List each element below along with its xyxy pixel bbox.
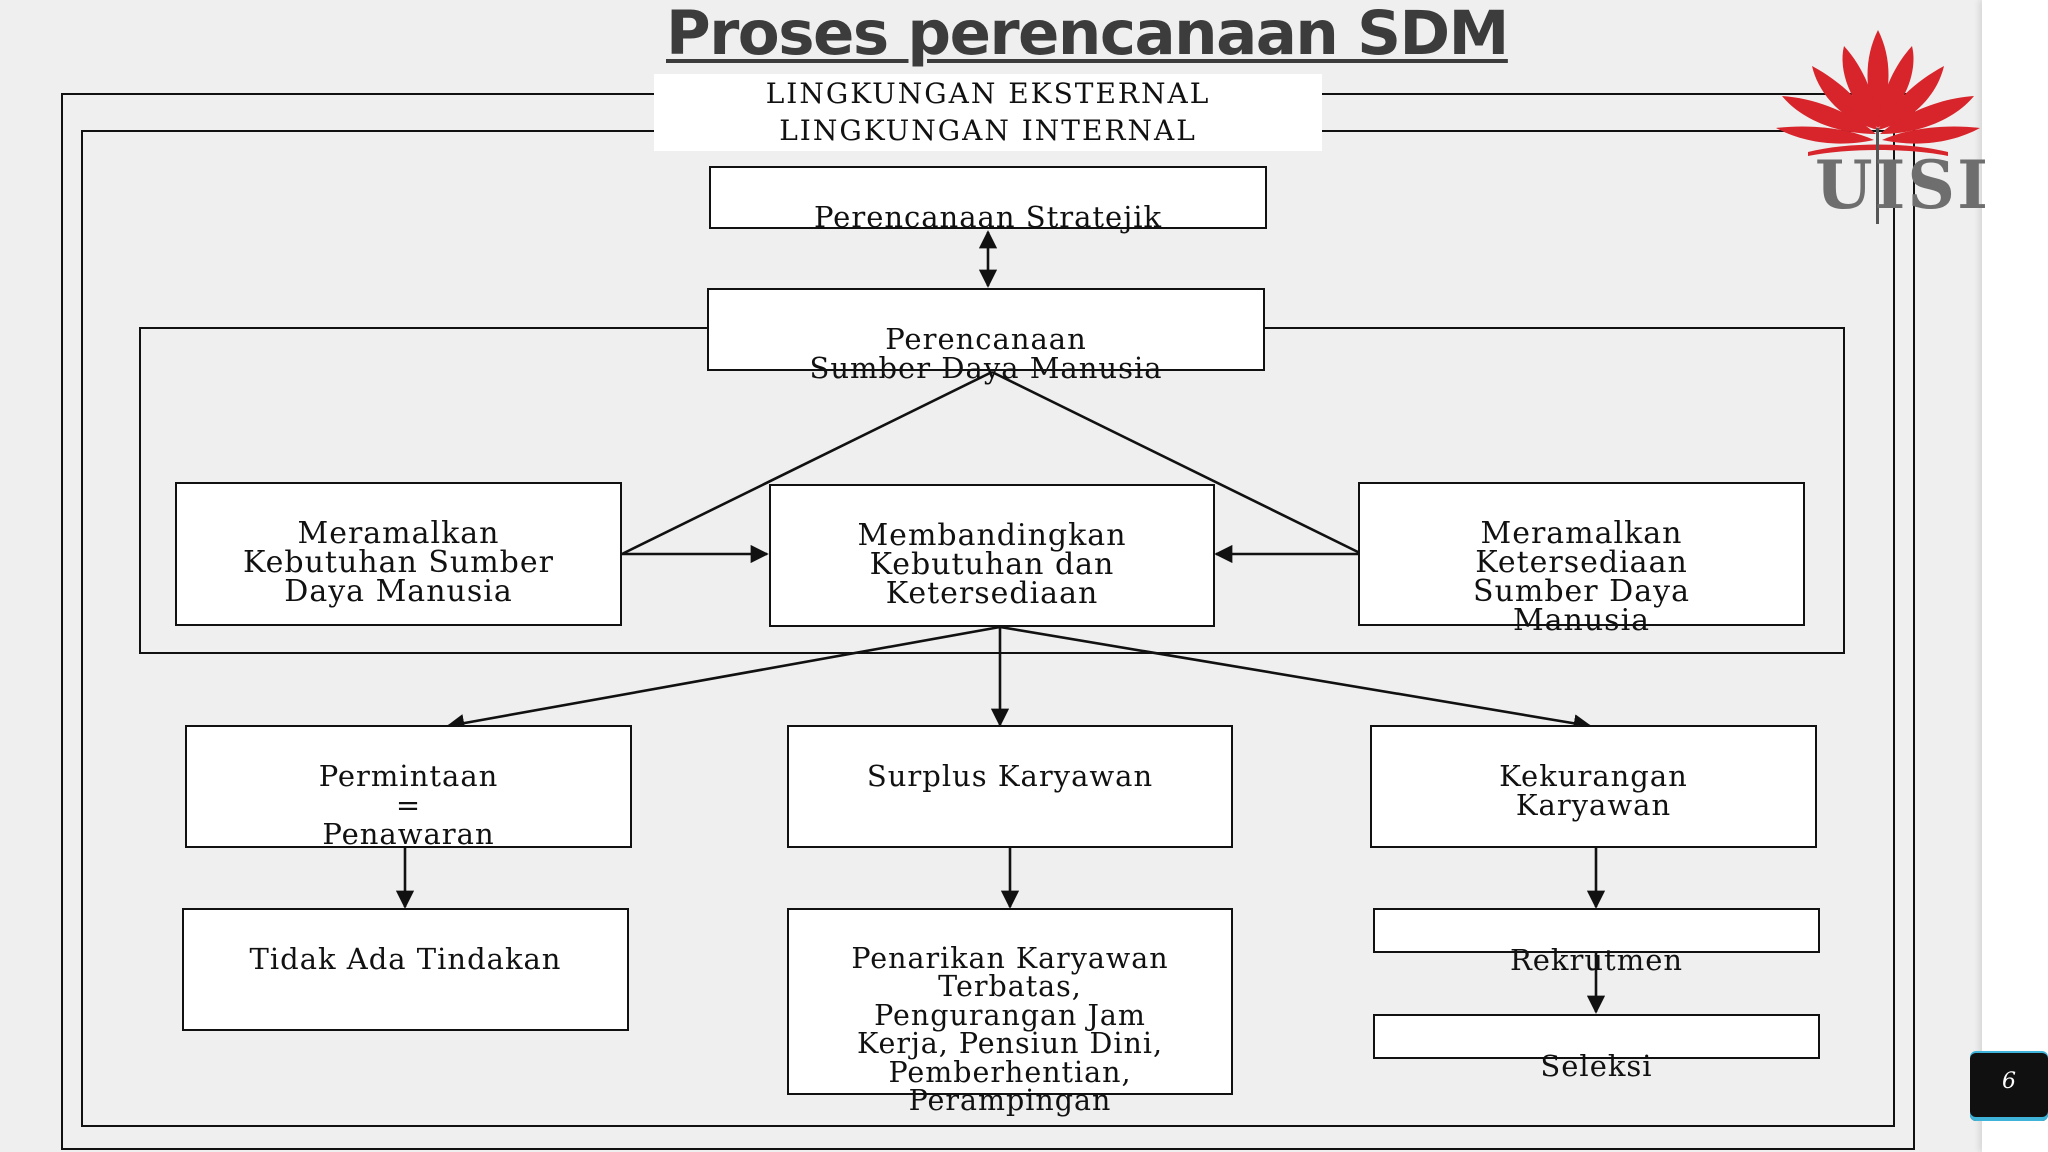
- node-demand-equals-supply: Permintaan = Penawaran: [185, 725, 632, 849]
- logo-text: UISI: [1815, 146, 1990, 224]
- environment-label-box: LINGKUNGAN EKSTERNAL LINGKUNGAN INTERNAL: [654, 74, 1322, 151]
- node-hr-planning: Perencanaan Sumber Daya Manusia: [707, 288, 1265, 383]
- external-environment-label: LINGKUNGAN EKSTERNAL: [765, 77, 1211, 110]
- node-surplus: Surplus Karyawan: [787, 725, 1233, 848]
- line-hr-to-demand: [621, 370, 993, 556]
- node-recruitment: Rekrutmen: [1373, 908, 1820, 975]
- node-surplus-actions: Penarikan Karyawan Terbatas, Pengurangan…: [787, 908, 1233, 1115]
- page-number-badge: 6: [1970, 1053, 2048, 1121]
- page-number: 6: [2002, 1069, 2016, 1094]
- node-forecast-demand: Meramalkan Kebutuhan Sumber Daya Manusia: [175, 482, 622, 626]
- node-forecast-supply: Meramalkan Ketersediaan Sumber Daya Manu…: [1358, 482, 1805, 636]
- node-shortage: Kekurangan Karyawan: [1370, 725, 1817, 848]
- node-strategic-planning: Perencanaan Stratejik: [709, 166, 1267, 232]
- uisi-logo-icon: [1776, 30, 1980, 224]
- line-hr-to-supply: [991, 370, 1363, 556]
- node-no-action: Tidak Ada Tindakan: [182, 908, 629, 1031]
- slide-right-strip: [1982, 0, 2048, 1152]
- arrow-compare-balance: [446, 625, 1001, 733]
- node-selection: Seleksi: [1373, 1014, 1820, 1081]
- slide-title: Proses perencanaan SDM: [666, 0, 1509, 69]
- arrow-compare-shortage: [999, 625, 1592, 733]
- node-compare: Membandingkan Kebutuhan dan Ketersediaan: [769, 484, 1215, 627]
- internal-environment-label: LINGKUNGAN INTERNAL: [779, 114, 1197, 147]
